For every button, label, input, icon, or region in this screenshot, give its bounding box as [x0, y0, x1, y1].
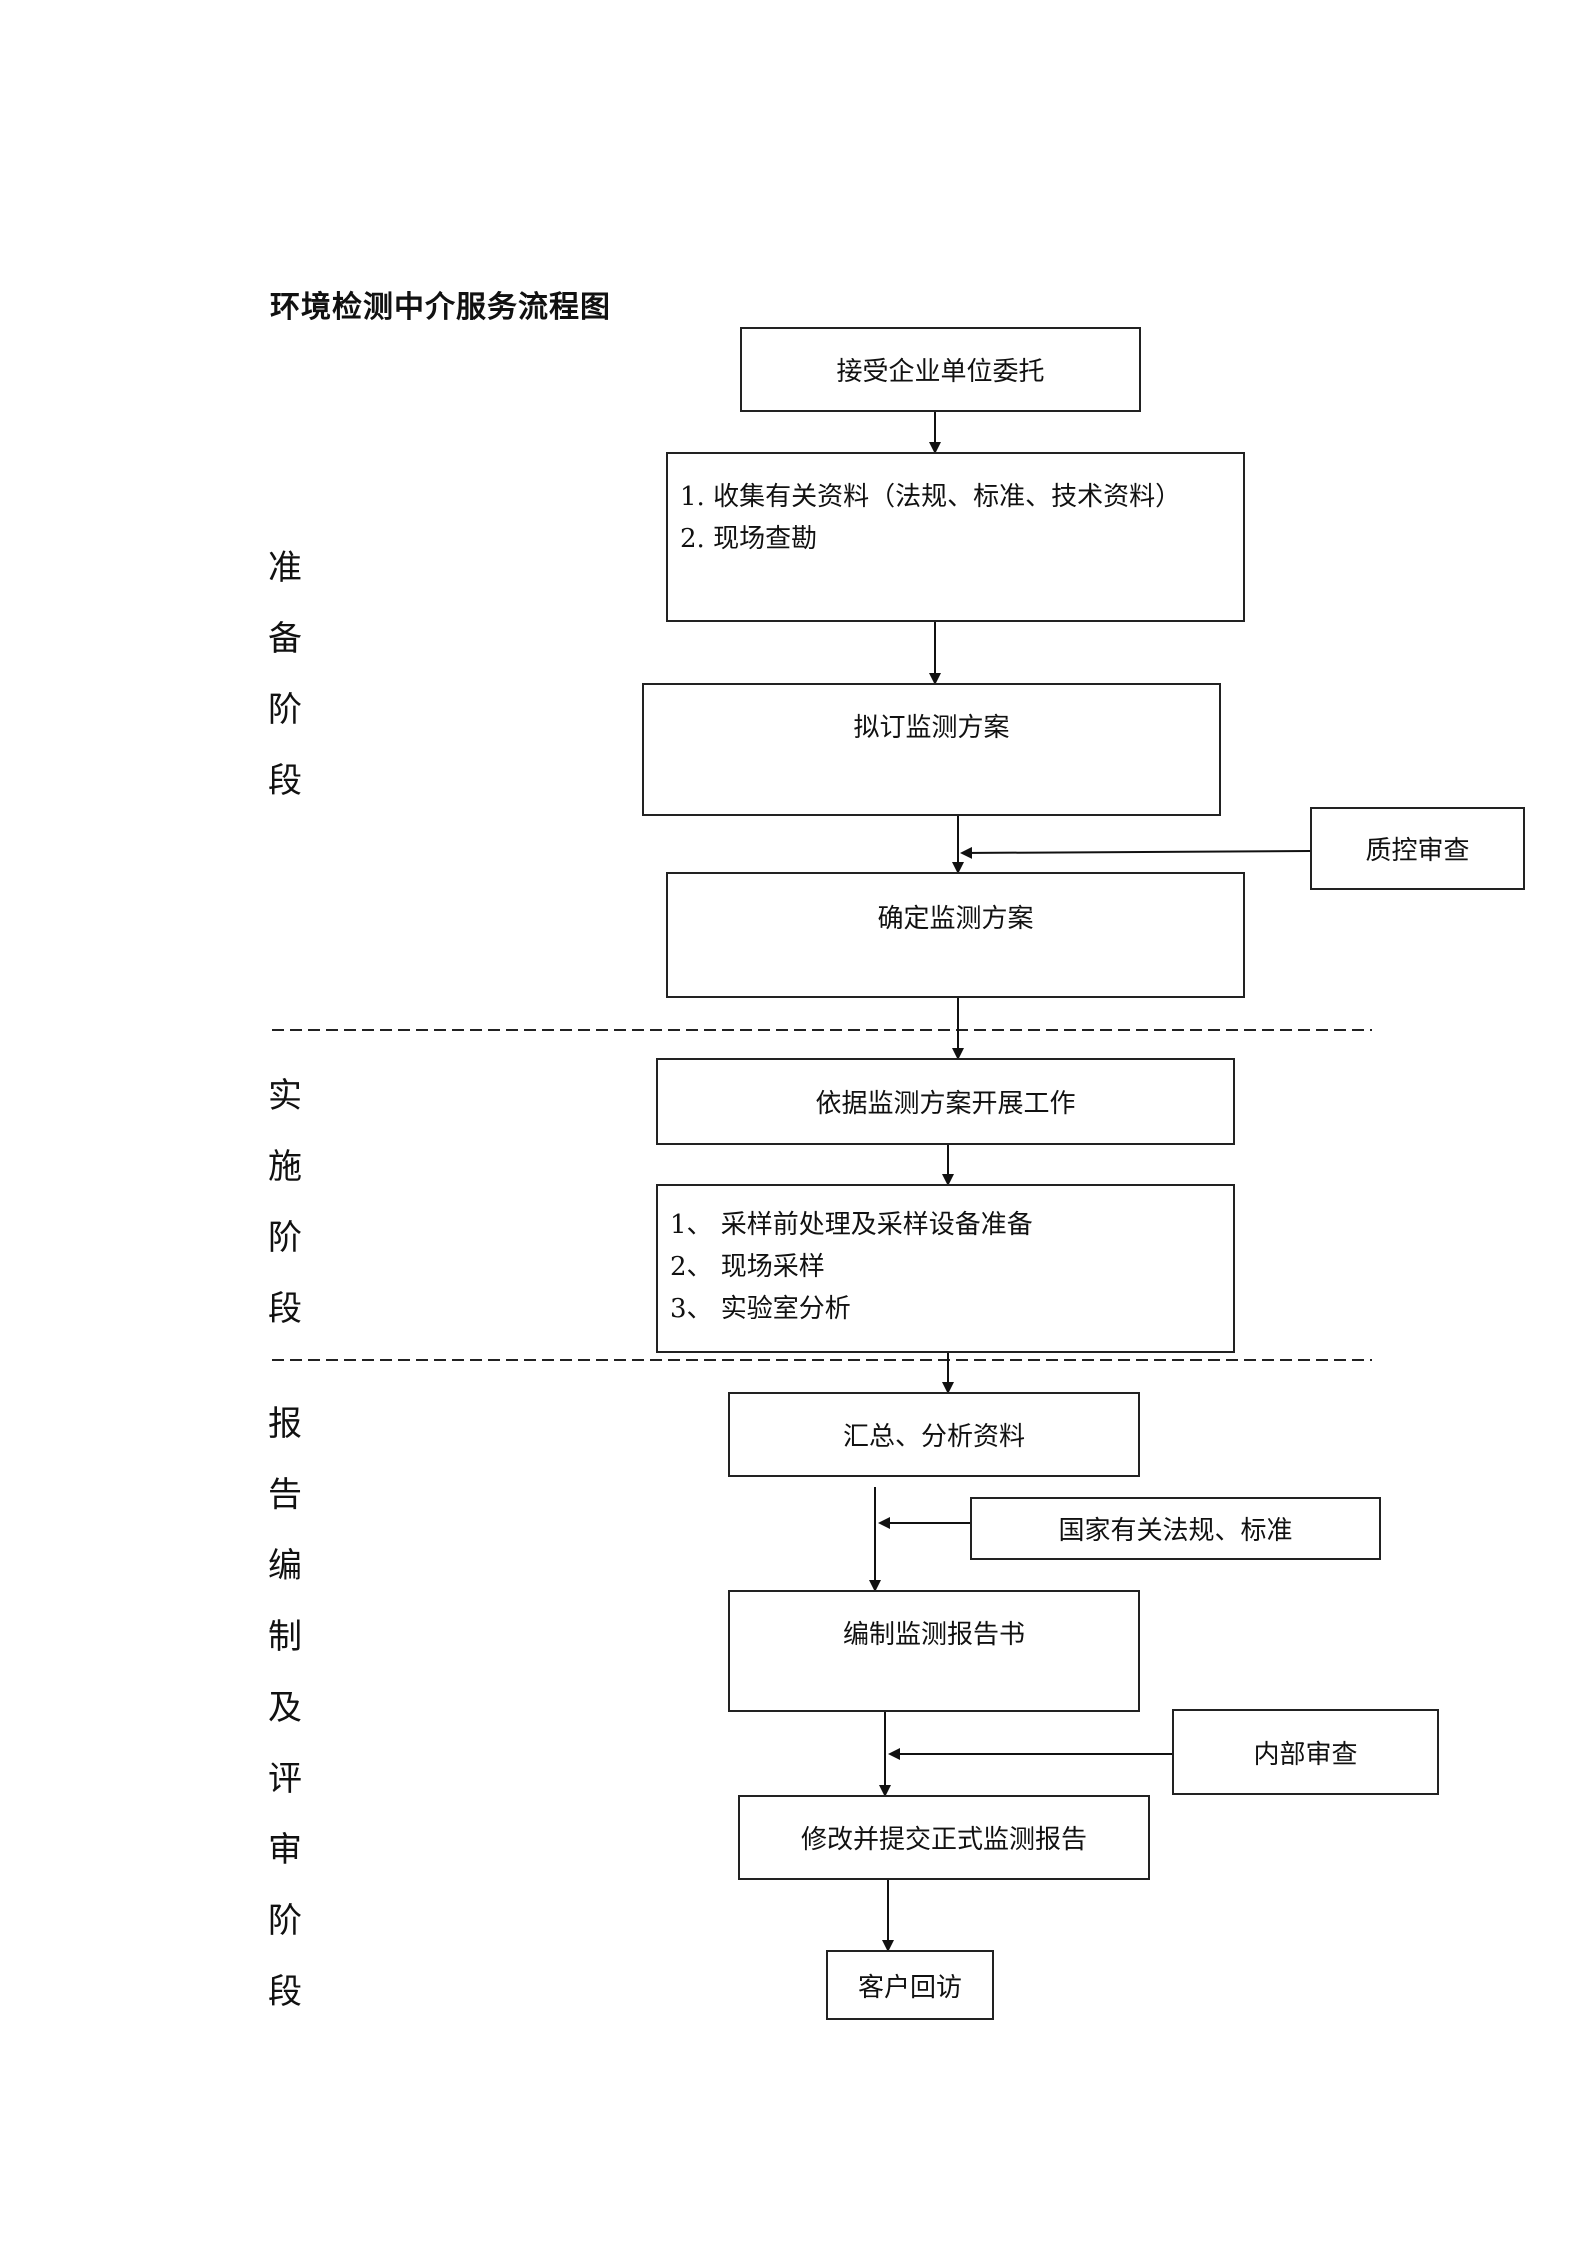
phase-char: 阶 [268, 1901, 302, 1941]
phase-char: 备 [268, 619, 302, 659]
node-label: 汇总、分析资料 [842, 1422, 1025, 1452]
phase-char: 段 [268, 1972, 302, 2012]
arrow-qc-to-flow [960, 846, 1311, 859]
node-quality-review: 质控审查 [1310, 807, 1525, 890]
phase-char: 及 [268, 1688, 302, 1728]
node-line: 2. 现场查勘 [680, 524, 818, 554]
node-accept-commission: 接受企业单位委托 [740, 327, 1141, 412]
phase-char: 阶 [268, 1218, 302, 1258]
node-label: 编制监测报告书 [842, 1620, 1025, 1650]
node-label: 质控审查 [1365, 836, 1470, 866]
diagram-title: 环境检测中介服务流程图 [270, 290, 611, 325]
phase-char: 施 [268, 1147, 302, 1187]
node-national-standards: 国家有关法规、标准 [970, 1497, 1381, 1560]
phase-char: 实 [268, 1076, 302, 1116]
node-draft-plan: 拟订监测方案 [642, 683, 1221, 816]
node-label: 拟订监测方案 [853, 713, 1010, 743]
node-line: 3、 实验室分析 [670, 1294, 851, 1324]
node-line: 2、 现场采样 [670, 1252, 825, 1282]
node-label: 客户回访 [857, 1972, 962, 2003]
node-submit-report: 修改并提交正式监测报告 [738, 1795, 1150, 1880]
node-execute-work: 依据监测方案开展工作 [656, 1058, 1235, 1145]
node-line: 1. 收集有关资料（法规、标准、技术资料） [680, 482, 1182, 512]
node-confirm-plan: 确定监测方案 [666, 872, 1245, 998]
node-label: 确定监测方案 [877, 904, 1034, 934]
phase-char: 审 [268, 1830, 302, 1870]
phase-char: 制 [268, 1617, 302, 1657]
node-line: 1、 采样前处理及采样设备准备 [670, 1210, 1033, 1240]
phase-char: 段 [268, 1289, 302, 1329]
node-collect-data: 1. 收集有关资料（法规、标准、技术资料） 2. 现场查勘 [666, 452, 1245, 622]
phase-char: 评 [268, 1759, 302, 1799]
phase-char: 准 [268, 548, 302, 588]
node-internal-review: 内部审查 [1172, 1709, 1439, 1795]
node-label: 依据监测方案开展工作 [815, 1089, 1076, 1119]
node-summarize-data: 汇总、分析资料 [728, 1392, 1140, 1477]
phase-char: 报 [268, 1404, 302, 1444]
node-sampling-analysis: 1、 采样前处理及采样设备准备 2、 现场采样 3、 实验室分析 [656, 1184, 1235, 1353]
node-label: 内部审查 [1253, 1739, 1358, 1770]
phase-char: 告 [268, 1475, 302, 1515]
phase-char: 编 [268, 1546, 302, 1586]
phase-char: 段 [268, 761, 302, 801]
node-client-followup: 客户回访 [826, 1950, 994, 2020]
phase-label-report: 报 告 编 制 及 评 审 阶 段 [268, 1396, 302, 2013]
phase-label-prepare: 准 备 阶 段 [268, 540, 302, 802]
phase-label-implement: 实 施 阶 段 [268, 1068, 302, 1330]
node-compile-report: 编制监测报告书 [728, 1590, 1140, 1712]
phase-char: 阶 [268, 690, 302, 730]
node-label: 接受企业单位委托 [836, 357, 1045, 387]
node-label: 国家有关法规、标准 [1058, 1516, 1293, 1546]
node-label: 修改并提交正式监测报告 [800, 1825, 1087, 1855]
